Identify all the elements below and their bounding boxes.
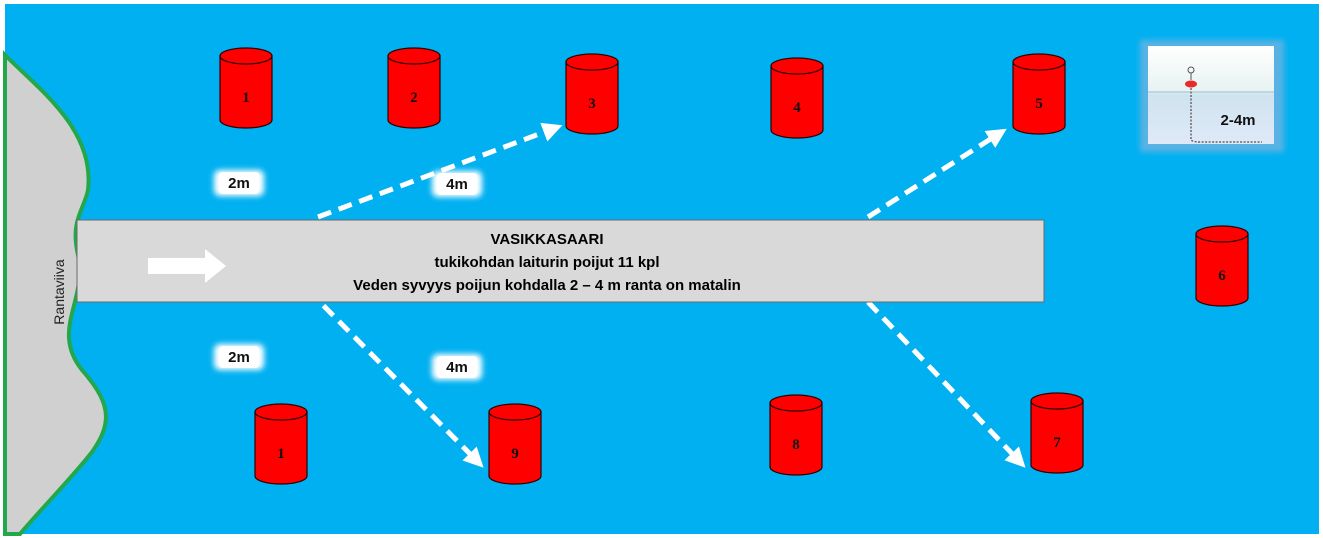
buoy-9: 9 xyxy=(488,403,542,485)
buoy-1: 1 xyxy=(219,47,273,129)
buoy-6: 6 xyxy=(1195,225,1249,307)
svg-text:4m: 4m xyxy=(446,176,468,193)
inset-depth-label: 2-4m xyxy=(1220,112,1255,129)
buoy-8: 8 xyxy=(769,394,823,476)
buoy-mooring-icon xyxy=(1185,66,1262,143)
buoy-number: 3 xyxy=(588,96,596,112)
distance-label-top-near: 2m xyxy=(214,170,264,196)
svg-text:2m: 2m xyxy=(228,175,250,192)
buoy-number: 8 xyxy=(792,437,800,453)
buoy-3: 3 xyxy=(565,53,619,135)
buoy-number: 1 xyxy=(242,90,250,106)
buoys: 1 2 3 4 5 6 1 9 8 7 xyxy=(219,47,1249,485)
arrow-to-buoy-9 xyxy=(306,288,484,468)
buoy-4: 4 xyxy=(770,57,824,139)
buoy-number: 5 xyxy=(1035,96,1043,112)
depth-inset: 2-4m xyxy=(1140,40,1284,152)
buoy-number: 2 xyxy=(410,90,418,106)
svg-text:2m: 2m xyxy=(228,349,250,366)
buoy-number: 1 xyxy=(277,446,285,462)
buoy-number: 4 xyxy=(793,100,801,116)
buoy-5: 5 xyxy=(1012,53,1066,135)
svg-text:4m: 4m xyxy=(446,359,468,376)
shoreline xyxy=(3,50,108,536)
arrow-right-icon xyxy=(148,249,226,283)
pier-line-2: Veden syvyys poijun kohdalla 2 – 4 m ran… xyxy=(353,277,741,294)
buoy-2: 2 xyxy=(387,47,441,129)
arrow-to-buoy-3 xyxy=(317,122,563,220)
pier-line-1: tukikohdan laiturin poijut 11 kpl xyxy=(434,254,659,271)
buoy-7: 7 xyxy=(1030,392,1084,474)
buoy-number: 7 xyxy=(1053,435,1061,451)
pier-title: VASIKKASAARI xyxy=(490,231,603,248)
distance-label-top-far: 4m xyxy=(432,171,482,197)
arrow-to-buoy-5 xyxy=(866,128,1007,220)
shore-label: Rantaviiva xyxy=(51,259,67,325)
direction-arrows xyxy=(306,122,1026,468)
distance-label-bottom-far: 4m xyxy=(432,354,482,380)
buoy-number: 9 xyxy=(511,446,519,462)
pier xyxy=(76,219,1045,303)
arrow-to-buoy-7 xyxy=(866,300,1026,468)
distance-label-bottom-near: 2m xyxy=(214,344,264,370)
buoy-number: 6 xyxy=(1218,268,1226,284)
buoy-1: 1 xyxy=(254,403,308,485)
